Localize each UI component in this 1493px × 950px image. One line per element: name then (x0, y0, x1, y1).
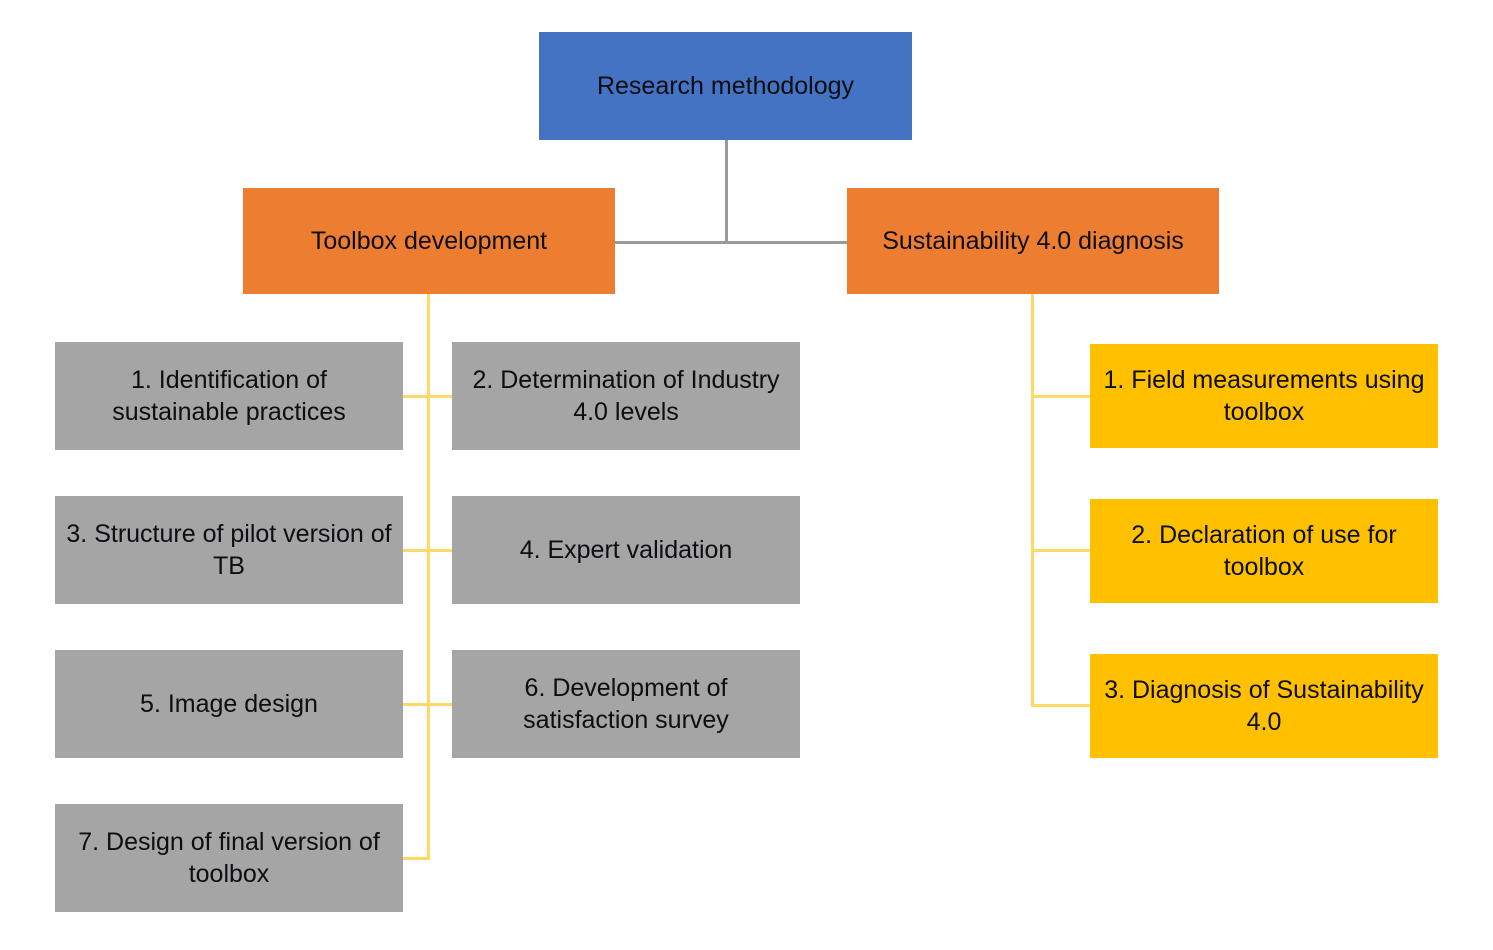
connector-toolbox-branch-5 (402, 703, 428, 706)
connector-toolbox-branch-7 (402, 857, 430, 860)
node-research-methodology-label: Research methodology (596, 72, 855, 100)
node-toolbox-step-7[interactable]: 7. Design of final version of toolbox (55, 804, 403, 912)
connector-toolbox-branch-1 (402, 395, 428, 398)
node-research-methodology[interactable]: Research methodology (539, 32, 912, 140)
node-toolbox-step-6-label: 6. Development of satisfaction survey (523, 674, 729, 734)
node-diagnosis-step-2-label: 2. Declaration of use for toolbox (1131, 521, 1397, 581)
node-toolbox-step-2[interactable]: 2. Determination of Industry 4.0 levels (452, 342, 800, 450)
node-toolbox-step-4-label: 4. Expert validation (519, 536, 733, 564)
connector-diagnosis-trunk (1031, 293, 1034, 707)
node-diagnosis-step-3[interactable]: 3. Diagnosis of Sustainability 4.0 (1090, 654, 1438, 758)
node-diagnosis-step-1-label: 1. Field measurements using toolbox (1103, 366, 1425, 426)
node-toolbox-step-6[interactable]: 6. Development of satisfaction survey (452, 650, 800, 758)
node-toolbox-step-7-label: 7. Design of final version of toolbox (78, 828, 380, 888)
node-toolbox-step-3-label: 3. Structure of pilot version of TB (66, 520, 392, 580)
node-diagnosis-step-3-label: 3. Diagnosis of Sustainability 4.0 (1104, 676, 1424, 736)
node-toolbox-step-3[interactable]: 3. Structure of pilot version of TB (55, 496, 403, 604)
node-sustainability-diagnosis[interactable]: Sustainability 4.0 diagnosis (847, 188, 1219, 294)
connector-diagnosis-branch-2 (1031, 549, 1091, 552)
connector-root-vertical (725, 140, 728, 244)
connector-toolbox-branch-6 (427, 703, 453, 706)
connector-root-horizontal (615, 241, 849, 244)
connector-toolbox-branch-2 (427, 395, 453, 398)
connector-toolbox-branch-3 (402, 549, 428, 552)
connector-diagnosis-branch-3 (1031, 704, 1091, 707)
node-toolbox-development-label: Toolbox development (310, 227, 548, 255)
connector-toolbox-branch-4 (427, 549, 453, 552)
node-diagnosis-step-2[interactable]: 2. Declaration of use for toolbox (1090, 499, 1438, 603)
node-diagnosis-step-1[interactable]: 1. Field measurements using toolbox (1090, 344, 1438, 448)
node-toolbox-step-2-label: 2. Determination of Industry 4.0 levels (472, 366, 780, 426)
node-sustainability-diagnosis-label: Sustainability 4.0 diagnosis (882, 227, 1184, 255)
node-toolbox-step-1[interactable]: 1. Identification of sustainable practic… (55, 342, 403, 450)
node-toolbox-step-1-label: 1. Identification of sustainable practic… (112, 366, 346, 426)
node-toolbox-step-4[interactable]: 4. Expert validation (452, 496, 800, 604)
node-toolbox-step-5[interactable]: 5. Image design (55, 650, 403, 758)
connector-toolbox-trunk (427, 293, 430, 860)
node-toolbox-development[interactable]: Toolbox development (243, 188, 615, 294)
connector-diagnosis-branch-1 (1031, 395, 1091, 398)
node-toolbox-step-5-label: 5. Image design (140, 690, 318, 718)
